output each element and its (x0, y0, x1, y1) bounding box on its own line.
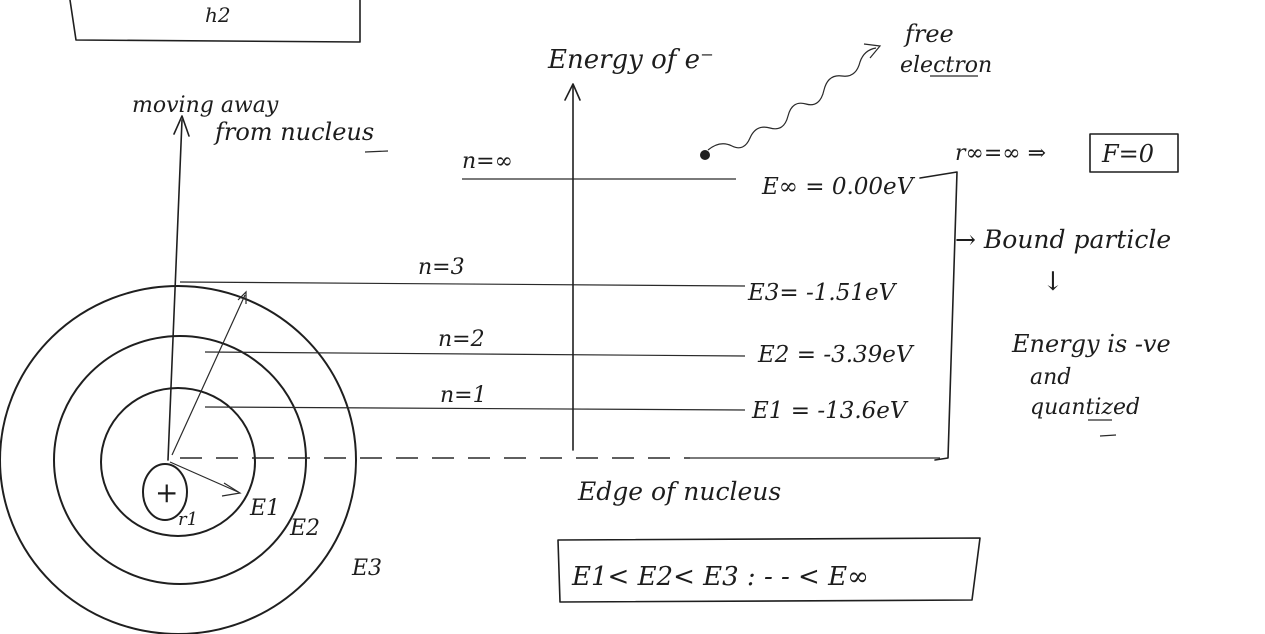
n-label-2: n=2 (438, 327, 485, 352)
nucleus-symbol: + (155, 476, 178, 509)
bound-levels-bracket (919, 171, 958, 461)
n-label-inf: n=∞ (462, 149, 513, 174)
orbit-label-e2: E2 (289, 516, 320, 541)
orbit-label-e3: E3 (351, 556, 382, 581)
bound-particle-text: → Bound particle (955, 225, 1171, 254)
energy-axis: Energy of e⁻ (547, 45, 714, 451)
force-zero-text: F=0 (1101, 140, 1154, 168)
top-box-fragment: h2 (69, 0, 361, 43)
bound-particle-note: → Bound particle ↓ Energy is -ve and qua… (955, 225, 1171, 437)
orbit-2 (53, 335, 307, 585)
r-infinity-relation: r∞=∞ ⇒ (955, 141, 1046, 166)
energy-axis-label: Energy of e⁻ (547, 45, 714, 75)
radial-arrow (171, 294, 246, 456)
electron-dot (700, 150, 710, 160)
energy-label-inf: E∞ = 0.00eV (761, 174, 916, 200)
free-electron: free electron (700, 20, 992, 160)
free-electron-label-line2: electron (900, 53, 992, 78)
level-line-1 (204, 406, 746, 411)
distance-axis-label-line2: from nucleus (213, 118, 374, 146)
radius-label: r1 (178, 509, 198, 530)
radius-arrow (169, 461, 239, 493)
top-box-text: h2 (205, 3, 231, 27)
inequality-box: E1< E2< E3 : - - < E∞ (557, 537, 981, 603)
n-label-1: n=1 (440, 383, 487, 408)
nucleus (142, 463, 188, 521)
n-label-3: n=3 (418, 255, 465, 280)
inequality-text: E1< E2< E3 : - - < E∞ (571, 562, 869, 592)
level-line-3 (179, 281, 746, 287)
energy-level-lines (179, 178, 746, 411)
force-zero-box (1089, 133, 1179, 173)
quantized-text: quantized (1030, 395, 1140, 420)
edge-of-nucleus-label: Edge of nucleus (577, 477, 781, 506)
down-arrow: ↓ (1042, 267, 1064, 297)
and-text: and (1030, 365, 1071, 390)
orbit-label-e1: E1 (249, 496, 280, 521)
force-zero-relation: r∞=∞ ⇒ F=0 (955, 133, 1179, 173)
energy-label-1: E1 = -13.6eV (751, 398, 909, 424)
energy-label-3: E3= -1.51eV (747, 280, 898, 306)
level-labels: n=∞ E∞ = 0.00eV n=3 E3= -1.51eV n=2 E2 =… (418, 149, 916, 424)
orbit-1 (100, 387, 256, 537)
distance-axis-label-line1: moving away (132, 93, 279, 118)
free-electron-wavy-arrow (707, 47, 877, 151)
distance-axis: moving away from nucleus (132, 93, 389, 461)
orbit-3 (0, 285, 357, 634)
level-line-2 (204, 351, 746, 357)
orbits: + r1 E1 E2 E3 (0, 285, 382, 634)
energy-label-2: E2 = -3.39eV (757, 342, 915, 368)
energy-is-negative-text: Energy is -ve (1011, 330, 1171, 358)
free-electron-label-line1: free (903, 20, 954, 48)
